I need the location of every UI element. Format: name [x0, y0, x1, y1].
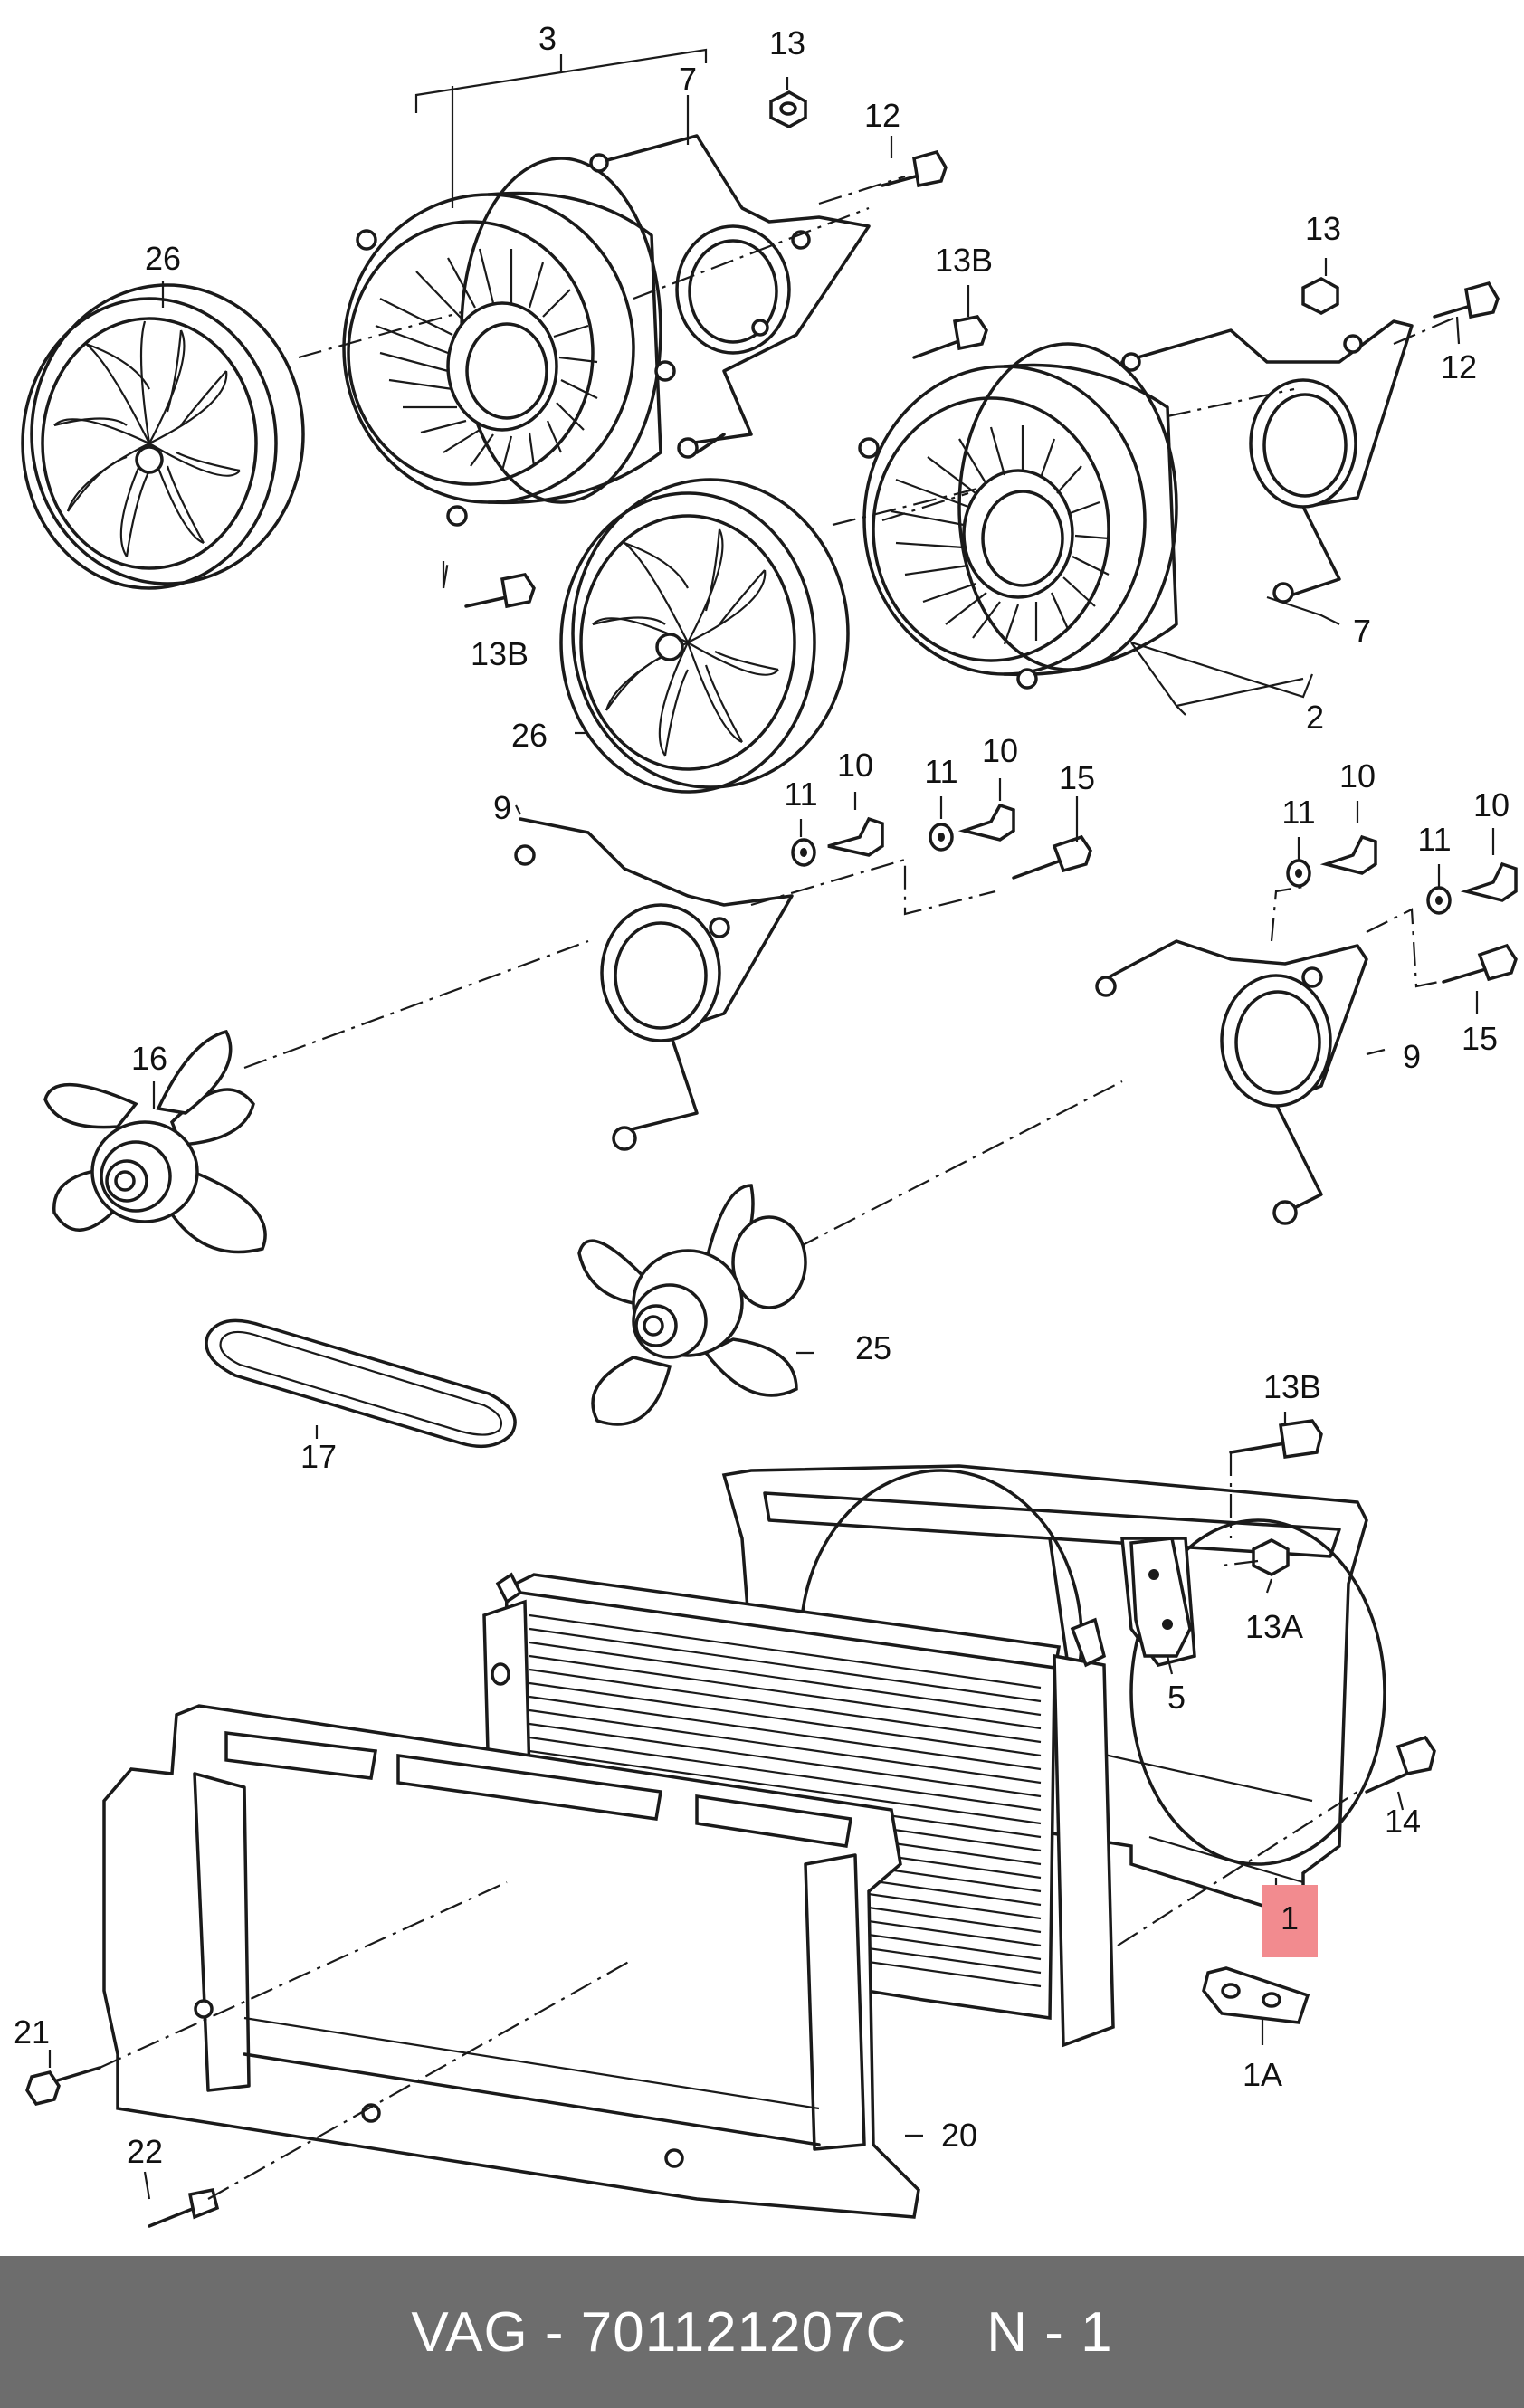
callout-12: 12	[864, 97, 900, 134]
callout-7: 7	[1353, 613, 1371, 650]
bolt-13b-frame	[1229, 1419, 1323, 1459]
bolt-15-b	[1442, 943, 1518, 984]
callout-11: 11	[1281, 794, 1315, 831]
callout-13: 13	[769, 24, 805, 62]
callout-13b: 13B	[1263, 1368, 1321, 1405]
callout-1: 1	[1281, 1899, 1299, 1937]
part-number: VAG - 701121207C	[411, 2300, 908, 2364]
callout-3: 3	[538, 20, 557, 57]
callout-10: 10	[1473, 786, 1510, 823]
washer-11-a	[791, 838, 816, 867]
bolt-15-a	[1012, 834, 1092, 880]
callout-13b: 13B	[471, 635, 529, 672]
callout-14: 14	[1385, 1803, 1421, 1840]
callout-11: 11	[784, 776, 817, 813]
callout-15: 15	[1059, 759, 1095, 796]
bolt-13b-top	[912, 315, 988, 359]
callout-11: 11	[924, 753, 957, 790]
bracket-5	[1129, 1537, 1192, 1658]
bolt-10-d	[1460, 861, 1518, 902]
fan-shroud-left	[342, 157, 676, 527]
nut-13a	[1252, 1538, 1290, 1576]
callout-25: 25	[855, 1329, 891, 1366]
callout-13b: 13B	[935, 242, 993, 279]
callout-20: 20	[941, 2117, 977, 2154]
bolt-12-top	[881, 149, 948, 188]
highlight-part-1	[1262, 1885, 1318, 1957]
bracket-9-right	[1095, 939, 1368, 1225]
callout-17: 17	[300, 1438, 337, 1475]
bracket-9-left	[514, 817, 794, 1151]
lock-carrier-20	[102, 1704, 920, 2219]
washer-11-d	[1426, 886, 1452, 915]
v-belt-17	[205, 1318, 517, 1449]
callout-13a: 13A	[1245, 1608, 1303, 1645]
callout-1a: 1A	[1243, 2056, 1282, 2093]
bracket-7-right	[1120, 319, 1414, 604]
fan-25	[577, 1184, 807, 1426]
callout-21: 21	[14, 2013, 50, 2051]
callout-9: 9	[1403, 1038, 1421, 1075]
callout-7: 7	[679, 61, 697, 98]
callout-26: 26	[511, 717, 548, 754]
quantity: N - 1	[986, 2300, 1113, 2364]
part-number-footer: VAG - 701121207C N - 1	[0, 2256, 1524, 2408]
callout-9: 9	[493, 789, 511, 826]
bolt-10-a	[827, 816, 884, 857]
fan-shroud-right	[858, 342, 1178, 690]
seal-1a	[1202, 1966, 1310, 2024]
fan-wheel-middle	[559, 478, 850, 794]
bolt-21	[25, 2066, 101, 2106]
bolt-12-right	[1433, 281, 1500, 319]
washer-11-c	[1286, 859, 1311, 888]
callout-22: 22	[127, 2133, 163, 2170]
fan-wheel-left	[21, 283, 305, 590]
nut-13-top	[769, 90, 807, 128]
nut-13-right	[1301, 277, 1339, 315]
bolt-13b-left	[464, 573, 536, 609]
callout-10: 10	[1339, 757, 1376, 795]
callout-10: 10	[982, 732, 1018, 769]
callout-16: 16	[131, 1040, 167, 1077]
bracket-7-top	[589, 134, 871, 459]
callout-26: 26	[145, 240, 181, 277]
callout-15: 15	[1462, 1020, 1498, 1057]
callout-10: 10	[837, 747, 873, 784]
callout-11: 11	[1417, 821, 1451, 858]
washer-11-b	[929, 823, 954, 852]
rivet-22	[148, 2187, 220, 2228]
bolt-10-b	[957, 803, 1015, 842]
callout-5: 5	[1167, 1679, 1186, 1716]
callout-12: 12	[1441, 348, 1477, 385]
callout-2: 2	[1306, 699, 1324, 736]
fan-16	[43, 1029, 267, 1254]
bolt-10-c	[1319, 834, 1377, 875]
bolt-14	[1365, 1735, 1436, 1794]
exploded-parts-diagram: 3 7 13 12 26 13B 13B 13 12 7 2 26 9 11 1…	[14, 20, 1518, 2228]
callout-13: 13	[1305, 210, 1341, 247]
